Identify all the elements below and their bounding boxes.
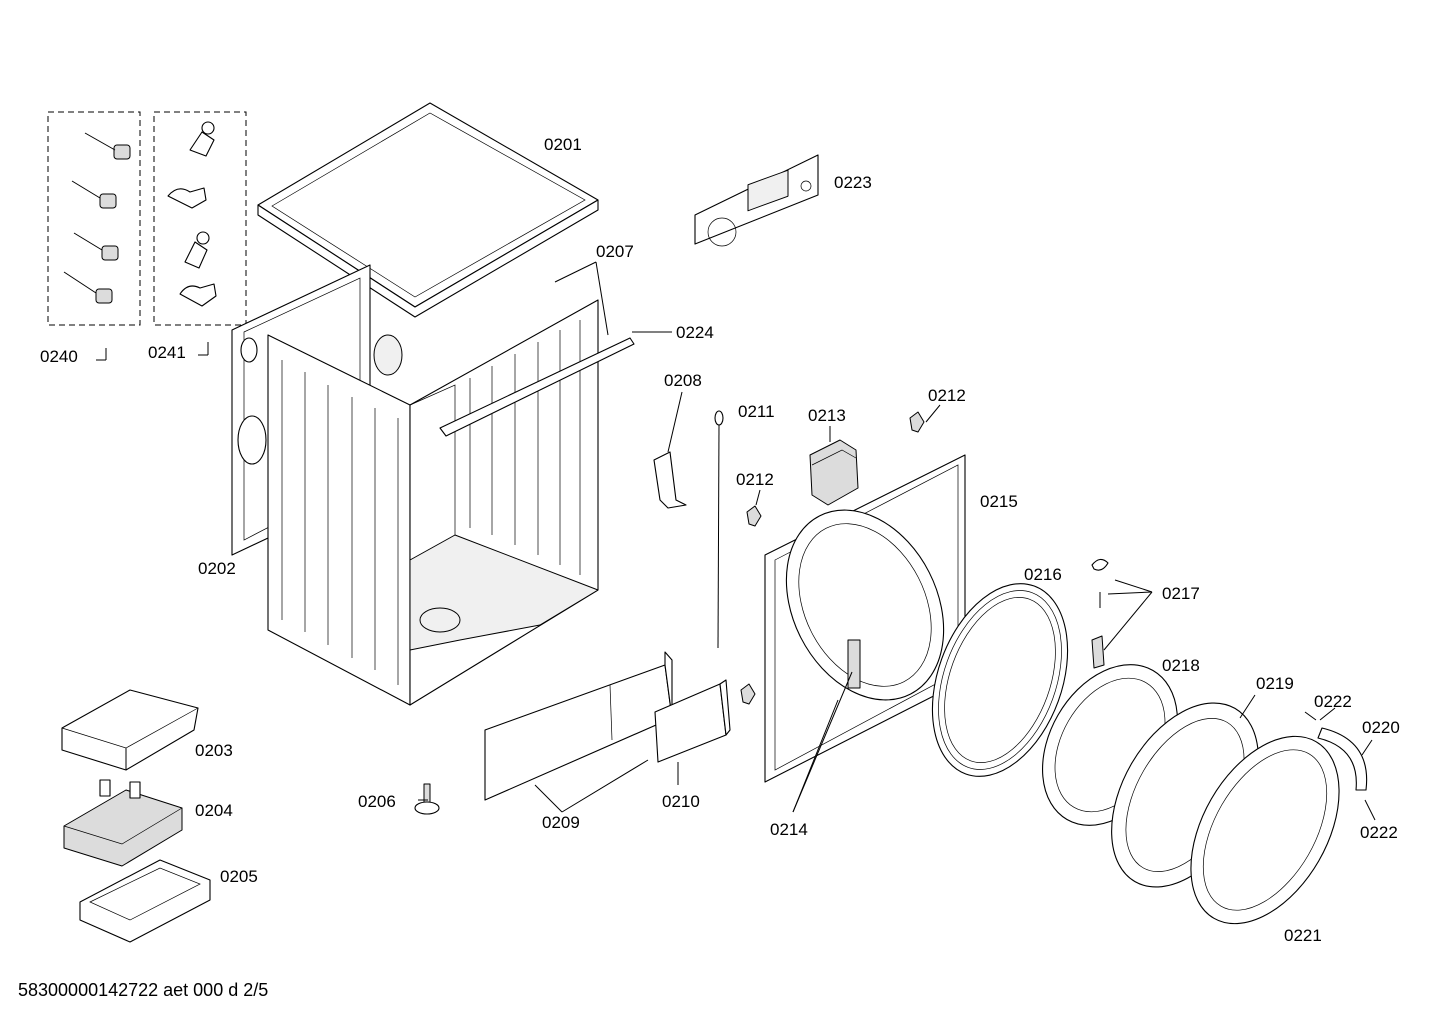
front-panel-0215 xyxy=(764,454,966,783)
kick-plate-0209 xyxy=(484,651,673,801)
label-0221: 0221 xyxy=(1284,926,1322,945)
control-fascia-0223 xyxy=(694,154,819,247)
label-0215: 0215 xyxy=(980,492,1018,511)
cabinet-frame xyxy=(267,299,635,706)
label-0241: 0241 xyxy=(148,343,186,362)
label-0206: 0206 xyxy=(358,792,396,811)
module-0205 xyxy=(79,859,211,943)
label-0210: 0210 xyxy=(662,792,700,811)
leader-lines xyxy=(96,261,1376,821)
foot-0206 xyxy=(414,783,440,815)
label-0201: 0201 xyxy=(544,135,582,154)
label-0208: 0208 xyxy=(664,371,702,390)
kit-0240 xyxy=(47,111,141,326)
label-0202: 0202 xyxy=(198,559,236,578)
rod-0211 xyxy=(714,410,724,649)
clip-0212-b xyxy=(746,505,762,527)
label-0213: 0213 xyxy=(808,406,846,425)
module-0204 xyxy=(63,779,183,867)
module-0213 xyxy=(809,439,859,506)
label-0203: 0203 xyxy=(195,741,233,760)
door-ring-0216 xyxy=(931,583,1069,777)
label-0219: 0219 xyxy=(1256,674,1294,693)
label-0207: 0207 xyxy=(596,242,634,261)
module-0203 xyxy=(61,689,199,771)
part-labels: 0201 0223 0207 0224 0240 0241 0208 0211 … xyxy=(40,135,1400,945)
label-0218: 0218 xyxy=(1162,656,1200,675)
label-0224: 0224 xyxy=(676,323,714,342)
bracket-0208 xyxy=(653,451,687,509)
label-0204: 0204 xyxy=(195,801,233,820)
label-0211: 0211 xyxy=(738,402,775,421)
label-0220: 0220 xyxy=(1362,718,1400,737)
label-0222-b: 0222 xyxy=(1360,823,1398,842)
label-0222-a: 0222 xyxy=(1314,692,1352,711)
cover-0210 xyxy=(654,679,731,763)
label-0216: 0216 xyxy=(1024,565,1062,584)
drawing-reference-code: 58300000142722 aet 000 d 2/5 xyxy=(18,980,269,1000)
kit-0241 xyxy=(153,111,247,326)
label-0240: 0240 xyxy=(40,347,78,366)
label-0212-b: 0212 xyxy=(736,470,774,489)
hinge-0217 xyxy=(1091,558,1109,669)
clip-0212-a xyxy=(909,411,925,433)
clip-0212-c xyxy=(740,683,756,705)
label-0217: 0217 xyxy=(1162,584,1200,603)
label-0223: 0223 xyxy=(834,173,872,192)
outer-ring-0221 xyxy=(1190,735,1340,925)
label-0205: 0205 xyxy=(220,867,258,886)
handle-0220 xyxy=(1304,711,1368,791)
label-0212-a: 0212 xyxy=(928,386,966,405)
label-0214: 0214 xyxy=(770,820,808,839)
label-0209: 0209 xyxy=(542,813,580,832)
